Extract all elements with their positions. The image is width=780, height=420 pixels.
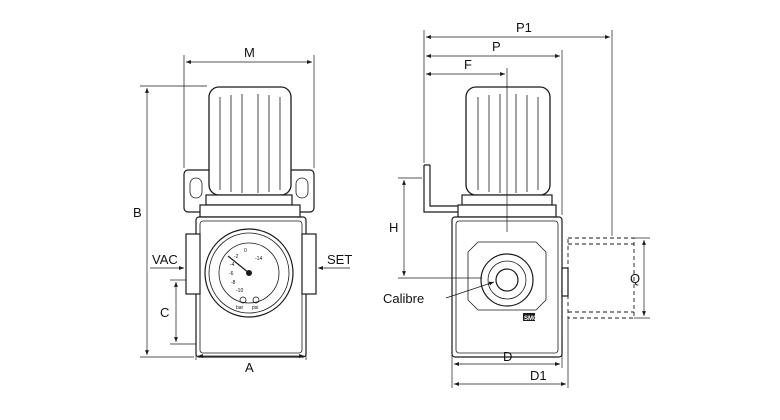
- gauge-tick-4: -4: [230, 262, 235, 268]
- gauge-tick-6: -6: [229, 271, 234, 277]
- lock-nut: [205, 194, 293, 206]
- side-adjusting-knob: [465, 86, 551, 196]
- dim-label-D1: D1: [530, 368, 547, 383]
- dim-label-B: B: [133, 205, 142, 220]
- calibre-port: [480, 253, 534, 307]
- port-left: [185, 233, 201, 295]
- dim-label-P: P: [492, 39, 501, 54]
- gauge-tick-2: -2: [234, 254, 239, 260]
- adjusting-knob: [208, 86, 292, 196]
- brand-badge: [523, 313, 535, 321]
- bracket-slot-left: [189, 177, 203, 199]
- gauge-tick-8: -8: [231, 280, 236, 286]
- gauge-unit-psi: psi: [252, 305, 258, 311]
- gauge-tick-10: -10: [236, 288, 243, 294]
- bonnet-ring: [199, 204, 301, 218]
- brand-badge-text: SMC: [524, 316, 538, 322]
- side-bracket: [423, 165, 458, 213]
- calibre-label: Calibre: [383, 291, 424, 306]
- dim-label-Q: Q: [630, 271, 640, 286]
- bracket-slot-right: [295, 177, 309, 199]
- port-right: [301, 233, 317, 295]
- port-label-set: SET: [327, 252, 352, 267]
- gauge-outline-dashed: [567, 237, 635, 319]
- dim-label-C: C: [160, 305, 169, 320]
- gauge-unit-bar: bar: [236, 305, 244, 311]
- side-view: SMC P1 P F H Q Calibre: [383, 20, 650, 388]
- vacuum-gauge: 0 -2 -4 -6 -8 -10 -14 bar psi: [204, 228, 294, 318]
- dim-label-H: H: [389, 220, 398, 235]
- port-face: [467, 241, 547, 311]
- gauge-tick-0: 0: [244, 248, 247, 254]
- gauge-tick-14: -14: [255, 256, 262, 262]
- dim-label-P1: P1: [516, 20, 532, 35]
- dim-label-A: A: [245, 360, 254, 375]
- dim-label-D: D: [503, 349, 512, 364]
- dim-label-M: M: [244, 45, 255, 60]
- front-view: 0 -2 -4 -6 -8 -10 -14 bar psi M B C: [133, 45, 352, 375]
- dim-label-F: F: [464, 57, 472, 72]
- port-label-vac: VAC: [152, 252, 178, 267]
